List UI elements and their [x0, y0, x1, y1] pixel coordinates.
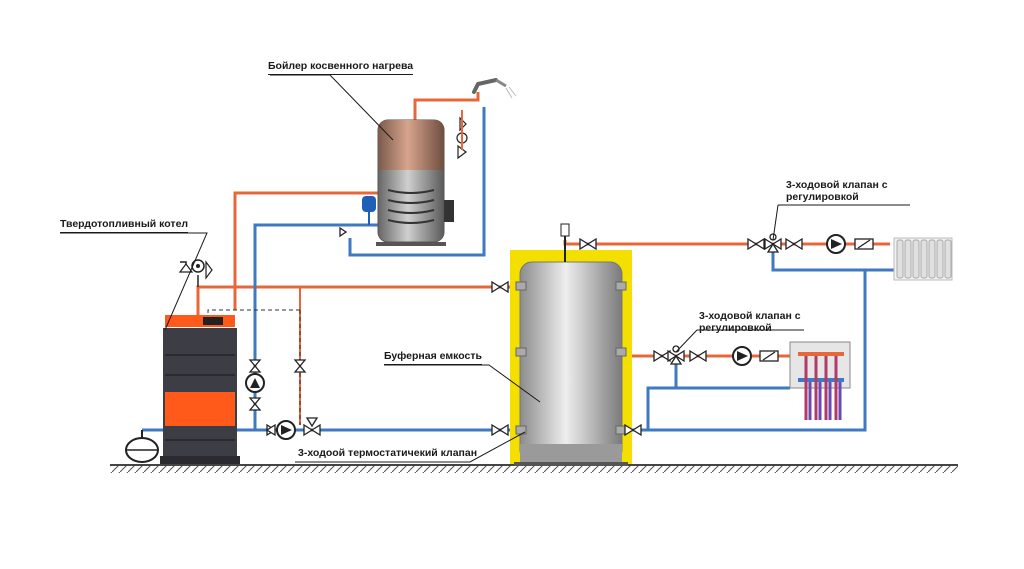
- floor-valve-label: 3-ходовой клапан с регулировкой: [699, 310, 801, 334]
- safety-group-icon: [178, 259, 213, 287]
- ground-line: [110, 464, 958, 473]
- pump-icon: [245, 373, 265, 393]
- faucet-icon: [472, 78, 517, 99]
- radiator-icon: [893, 237, 953, 281]
- pump-icon: [276, 420, 296, 440]
- manifold-icon: [789, 341, 851, 420]
- three-way-valve-icon: [303, 417, 321, 437]
- pump-icon: [732, 346, 752, 366]
- expansion-tank-icon: [362, 196, 376, 225]
- radiator-valve-label: 3-ходовой клапан с регулировкой: [786, 179, 888, 203]
- indirect-boiler-label: Бойлер косвенного нагрева: [268, 60, 414, 75]
- buffer-tank: [510, 223, 632, 466]
- expansion-tank-icon: [125, 428, 163, 463]
- tank-ports: [515, 281, 627, 435]
- dhw-fittings: [456, 110, 468, 160]
- pump-icon: [826, 234, 846, 254]
- solid-fuel-boiler: [160, 315, 240, 464]
- solid-fuel-boiler-label: Твердотопливный котел: [60, 218, 189, 233]
- three-way-valve-icon: [667, 345, 685, 365]
- check-valve-icon: [759, 238, 874, 362]
- indirect-water-heater: [376, 119, 454, 246]
- buffer-tank-label: Буферная емкость: [384, 350, 482, 365]
- leader-lines: [60, 74, 910, 463]
- heat-exchanger-coil: [387, 189, 435, 224]
- thermostatic-valve-label: 3-ходоой термостатичекий клапан: [298, 447, 478, 459]
